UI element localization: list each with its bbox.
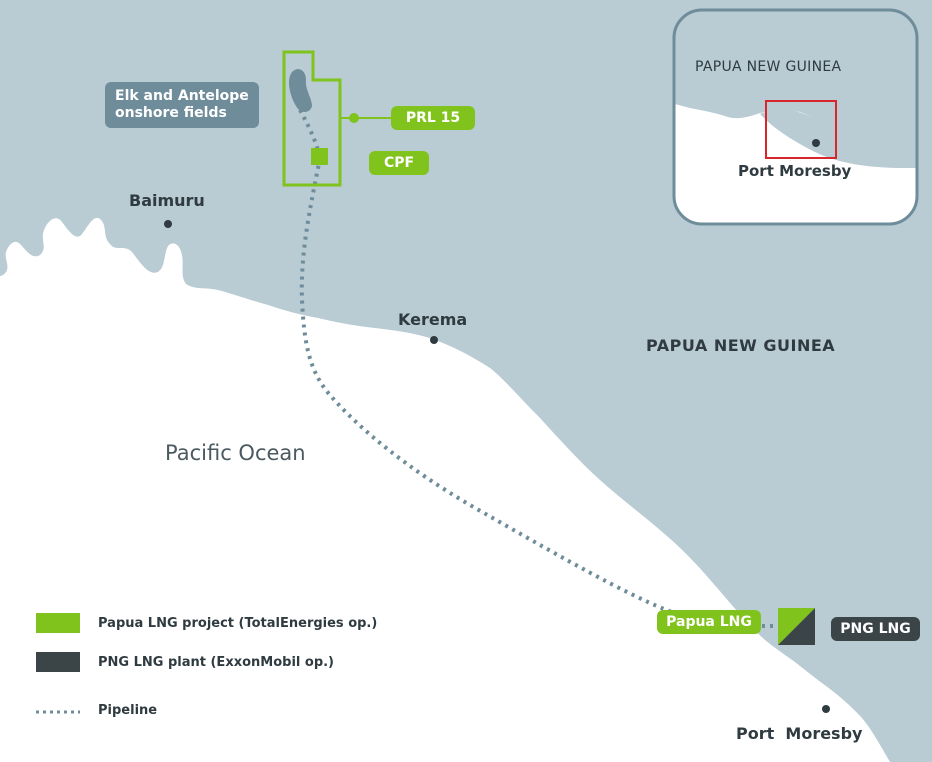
label-country: PAPUA NEW GUINEA <box>646 336 836 355</box>
inset-map <box>672 8 919 226</box>
legend-label-png-lng: PNG LNG plant (ExxonMobil op.) <box>98 655 334 670</box>
callout-png-lng: PNG LNG <box>831 617 920 641</box>
legend-label-papua-lng: Papua LNG project (TotalEnergies op.) <box>98 616 378 631</box>
callout-elk-antelope: Elk and Antelope onshore fields <box>105 82 259 128</box>
png-lng-marker <box>778 608 815 645</box>
inset-land-tail <box>760 108 917 168</box>
coastal-islet <box>656 565 666 582</box>
legend-swatch-papua-lng <box>36 613 80 633</box>
inset-border <box>672 8 919 226</box>
prl15-licence-outline <box>282 50 342 187</box>
inset-land <box>674 10 917 165</box>
legend-label-pipeline: Pipeline <box>98 703 158 718</box>
callout-elk-antelope-line1: Elk and Antelope <box>115 88 249 104</box>
prl15-connector-dot <box>349 113 359 123</box>
legend-swatch-png-lng <box>36 652 80 672</box>
cpf-marker <box>311 148 328 165</box>
callout-elk-antelope-line2: onshore fields <box>115 105 227 121</box>
pipeline <box>298 109 322 159</box>
label-port-moresby: Port Moresby <box>736 724 863 743</box>
callout-papua-lng: Papua LNG <box>657 610 761 634</box>
callout-cpf: CPF <box>369 151 429 175</box>
inset-label-country: PAPUA NEW GUINEA <box>695 59 842 75</box>
label-pacific-ocean: Pacific Ocean <box>165 441 306 465</box>
coastal-inlet <box>10 262 30 295</box>
label-kerema: Kerema <box>398 310 468 329</box>
label-baimuru: Baimuru <box>129 191 205 210</box>
coastal-islet <box>642 545 652 562</box>
callout-prl15: PRL 15 <box>391 106 475 130</box>
elk-antelope-field <box>289 69 312 112</box>
coastal-inlet <box>109 262 127 289</box>
baimuru-dot <box>164 220 172 228</box>
pipeline <box>299 157 691 620</box>
coastal-inlet <box>49 262 69 296</box>
inset-highlight-box <box>765 100 837 159</box>
port-moresby-dot <box>822 705 830 713</box>
kerema-dot <box>430 336 438 344</box>
inset-label-city: Port Moresby <box>738 162 852 180</box>
inset-port-moresby-dot <box>812 139 820 147</box>
